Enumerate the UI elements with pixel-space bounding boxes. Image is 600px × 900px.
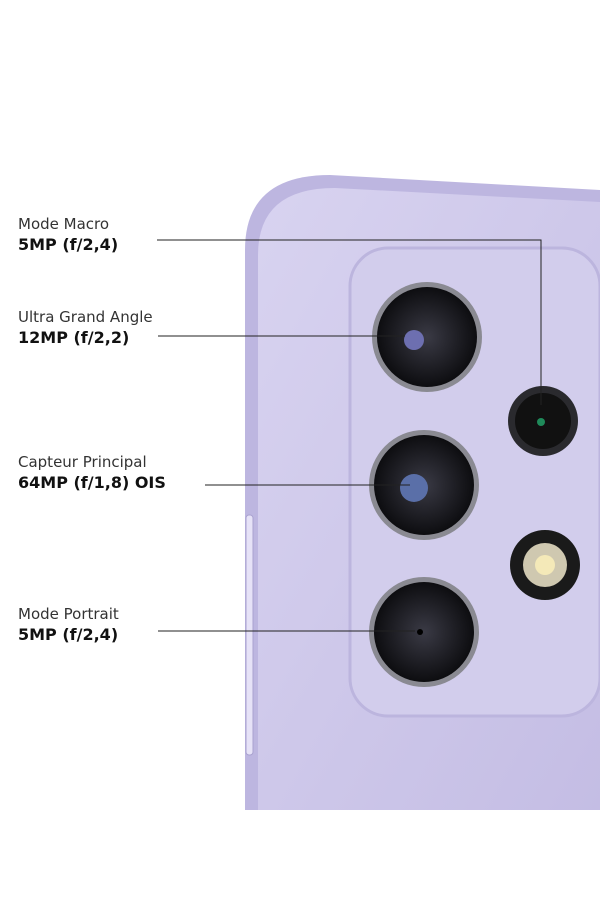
leader-lines	[157, 239, 542, 632]
lens-ultra-wide	[372, 282, 482, 392]
side-button	[245, 514, 254, 756]
label-portrait: Mode Portrait 5MP (f/2,4)	[18, 605, 119, 644]
label-ultra-wide: Ultra Grand Angle 12MP (f/2,2)	[18, 308, 153, 347]
label-main: Capteur Principal 64MP (f/1,8) OIS	[18, 453, 166, 492]
lens-portrait	[369, 577, 479, 687]
label-macro: Mode Macro 5MP (f/2,4)	[18, 215, 119, 254]
lens-macro	[508, 386, 578, 456]
leader-macro	[157, 239, 542, 405]
flash	[510, 530, 580, 600]
lens-main	[369, 430, 479, 540]
